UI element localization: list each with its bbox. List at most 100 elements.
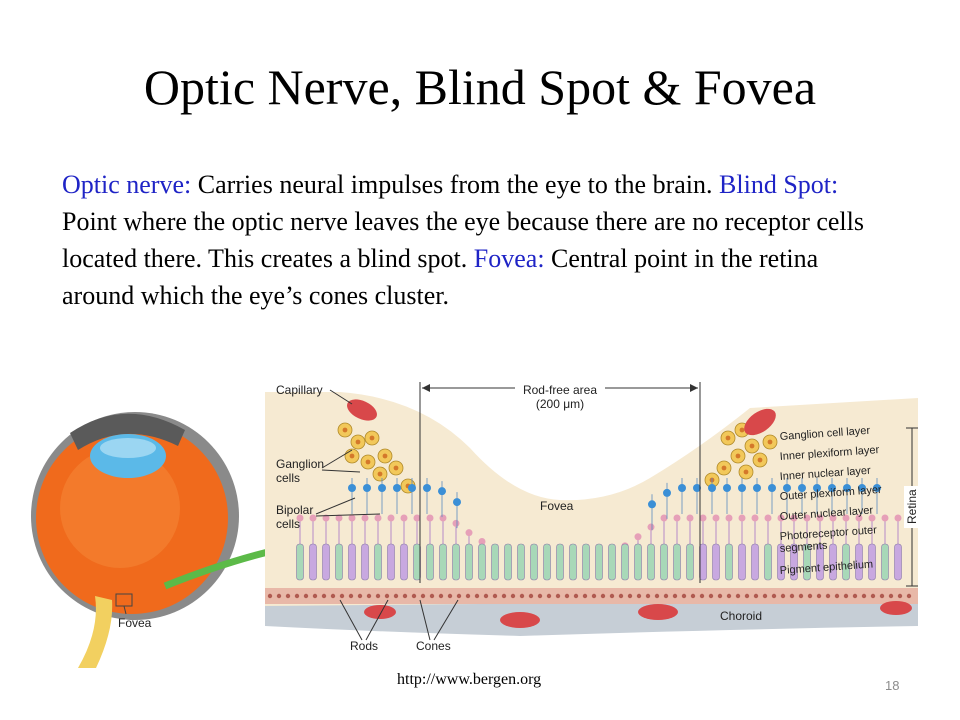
pigment-granule: [312, 593, 318, 599]
term-fovea: Fovea:: [473, 244, 545, 273]
pigment-granule: [348, 593, 354, 599]
photoreceptor-nucleus: [335, 514, 343, 522]
pigment-granule: [825, 593, 831, 599]
source-link[interactable]: http://www.bergen.org: [397, 671, 542, 688]
slide-title: Optic Nerve, Blind Spot & Fovea: [143, 59, 817, 115]
rod-cell: [712, 543, 720, 581]
bipolar-label-1: Bipolar: [276, 503, 313, 517]
cone-cell: [621, 543, 629, 581]
cone-cell: [504, 543, 512, 581]
rods-label: Rods: [350, 639, 378, 653]
pigment-granule: [474, 593, 480, 599]
cone-cell: [413, 543, 421, 581]
photoreceptor-nucleus: [647, 523, 655, 531]
rod-cell: [790, 543, 798, 581]
fovea-label: Fovea: [540, 499, 574, 513]
pigment-granule: [627, 593, 633, 599]
retina-label: Retina: [905, 489, 919, 524]
ganglion-label-1: Ganglion: [276, 457, 324, 471]
photoreceptor-nucleus: [803, 514, 811, 522]
pigment-granule: [609, 593, 615, 599]
rod-cell: [829, 543, 837, 581]
pigment-granule: [528, 593, 534, 599]
pigment-granule: [726, 593, 732, 599]
pigment-granule: [753, 593, 759, 599]
ganglion-nucleus: [757, 457, 763, 463]
cone-cell: [842, 543, 850, 581]
pigment-granule: [852, 593, 858, 599]
pigment-granule: [519, 593, 525, 599]
cone-cell: [686, 543, 694, 581]
ganglion-nucleus: [721, 465, 727, 471]
photoreceptor-nucleus: [361, 514, 369, 522]
ganglion-nucleus: [393, 465, 399, 471]
photoreceptor-nucleus: [374, 514, 382, 522]
pigment-granule: [888, 593, 894, 599]
rod-cell: [387, 543, 395, 581]
pigment-granule: [897, 593, 903, 599]
ganglion-nucleus: [725, 435, 731, 441]
pigment-granule: [294, 593, 300, 599]
rod-cell: [309, 543, 317, 581]
pigment-granule: [636, 593, 642, 599]
pigment-dots: [267, 593, 912, 599]
cone-cell: [881, 543, 889, 581]
retina-cross-section: Rod-free area (200 μm) Capillary Ganglio…: [265, 380, 920, 653]
term-optic-nerve: Optic nerve:: [62, 170, 192, 199]
pigment-granule: [762, 593, 768, 599]
pigment-granule: [438, 593, 444, 599]
ganglion-nucleus: [739, 427, 745, 433]
pigment-granule: [735, 593, 741, 599]
cone-cell: [634, 543, 642, 581]
photoreceptor-nucleus: [738, 514, 746, 522]
pigment-granule: [780, 593, 786, 599]
photoreceptor-nucleus: [673, 514, 681, 522]
photoreceptor-nucleus: [764, 514, 772, 522]
bipolar-cells: [348, 478, 881, 531]
pigment-granule: [591, 593, 597, 599]
description-paragraph: Optic nerve: Carries neural impulses fro…: [62, 166, 892, 314]
cone-cell: [543, 543, 551, 581]
photoreceptor-nucleus: [387, 514, 395, 522]
photoreceptor-nucleus: [842, 514, 850, 522]
blood-cell: [347, 399, 377, 421]
pigment-granule: [537, 593, 543, 599]
pigment-granule: [303, 593, 309, 599]
pigment-granule: [483, 593, 489, 599]
bipolar-cell: [738, 484, 746, 492]
pigment-granule: [267, 593, 273, 599]
photoreceptor-nucleus: [790, 514, 798, 522]
bipolar-cell: [708, 484, 716, 492]
ganglion-nucleus: [369, 435, 375, 441]
page-number: 18: [885, 678, 900, 693]
ganglion-nucleus: [365, 459, 371, 465]
pigment-granule: [501, 593, 507, 599]
blood-cell: [638, 604, 678, 620]
pigment-granule: [330, 593, 336, 599]
bipolar-cell: [393, 484, 401, 492]
pigment-granule: [564, 593, 570, 599]
cone-cell: [608, 543, 616, 581]
pigment-epithelium: [265, 588, 918, 604]
rod-cell: [738, 543, 746, 581]
photoreceptor-nucleus: [400, 514, 408, 522]
pigment-granule: [429, 593, 435, 599]
pigment-granule: [456, 593, 462, 599]
term-blind-spot: Blind Spot:: [719, 170, 839, 199]
pigment-granule: [600, 593, 606, 599]
pigment-granule: [708, 593, 714, 599]
pigment-granule: [672, 593, 678, 599]
pigment-granule: [375, 593, 381, 599]
blood-cell: [500, 612, 540, 628]
cone-cell: [426, 543, 434, 581]
pigment-granule: [618, 593, 624, 599]
pigment-granule: [861, 593, 867, 599]
retina-fovea-diagram: Fovea Rod-free area (200 μm) Ca: [31, 380, 920, 668]
cone-cell: [764, 543, 772, 581]
bipolar-cell: [648, 500, 656, 509]
bipolar-cell: [408, 484, 416, 492]
rod-cell: [894, 543, 902, 581]
pigment-granule: [366, 593, 372, 599]
ganglion-nucleus: [342, 427, 348, 433]
cone-cell: [374, 543, 382, 581]
